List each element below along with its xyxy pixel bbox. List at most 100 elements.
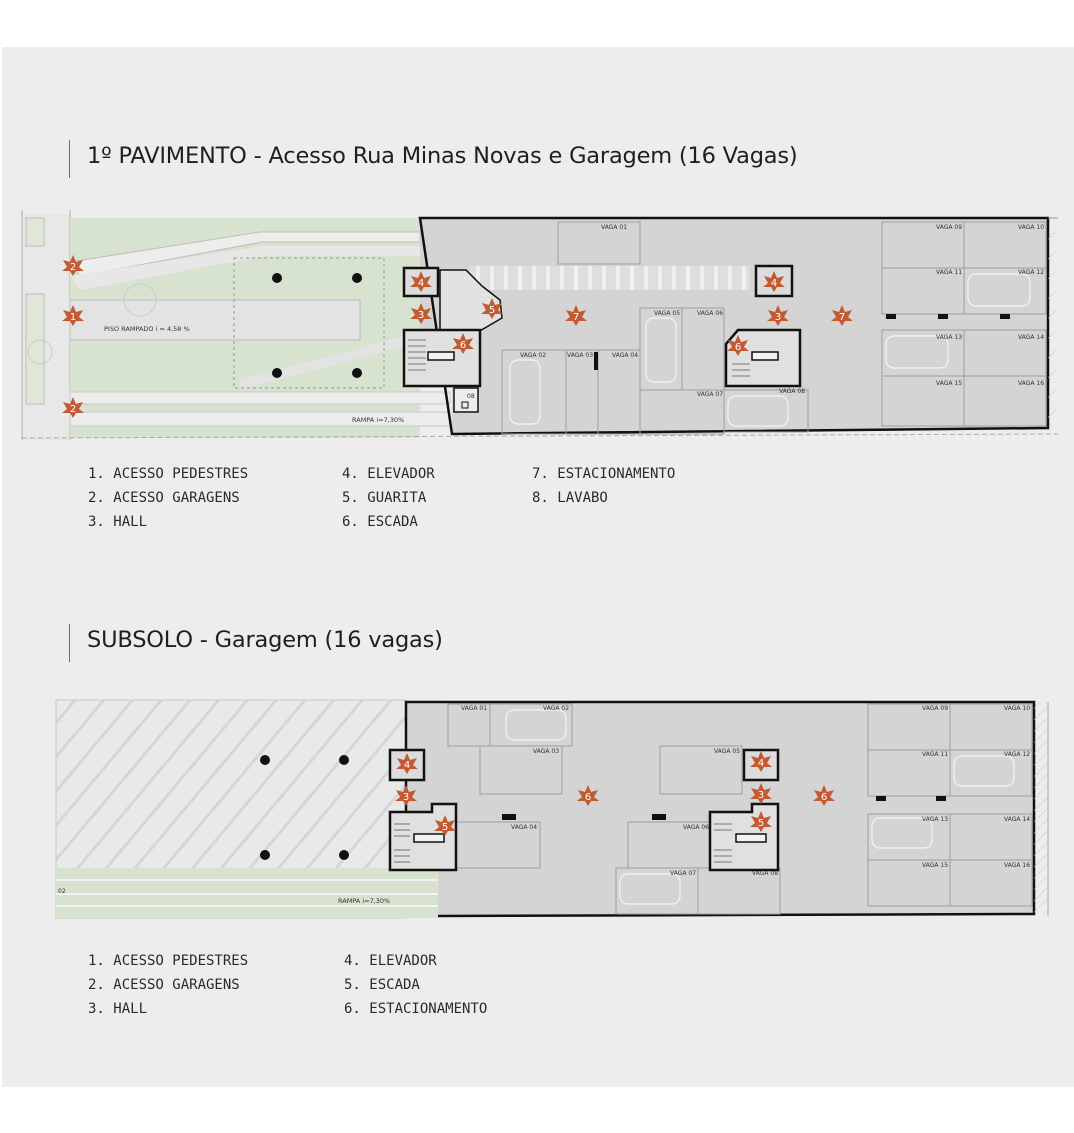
svg-text:6: 6 bbox=[821, 792, 827, 803]
marker: 7 bbox=[831, 305, 853, 326]
vaga-label: VAGA 12 bbox=[1018, 269, 1044, 276]
svg-text:7: 7 bbox=[839, 312, 845, 323]
core-left bbox=[388, 748, 458, 872]
vaga-label: VAGA 04 bbox=[511, 824, 537, 831]
vaga-label: VAGA 15 bbox=[936, 380, 962, 387]
vaga-label: VAGA 08 bbox=[752, 870, 778, 877]
svg-text:2: 2 bbox=[70, 404, 76, 415]
vaga-label: VAGA 14 bbox=[1018, 334, 1044, 341]
vaga-label: VAGA 09 bbox=[936, 224, 962, 231]
plan-markers: 4 3 5 6 4 3 5 6 bbox=[395, 751, 835, 836]
ramped-floor-label: PISO RAMPADO i = 4,58 % bbox=[104, 325, 190, 333]
pillar bbox=[260, 850, 270, 860]
basement-heading: SUBSOLO - Garagem (16 vagas) bbox=[69, 624, 443, 662]
legend-item: 6. ESCADA bbox=[342, 514, 418, 530]
svg-text:5: 5 bbox=[442, 822, 448, 833]
marker: 3 bbox=[767, 305, 789, 326]
vaga-label: VAGA 12 bbox=[1004, 751, 1030, 758]
vaga-label: VAGA 07 bbox=[670, 870, 696, 877]
legend-item: 5. ESCADA bbox=[344, 977, 420, 993]
vaga-label: VAGA 14 bbox=[1004, 816, 1030, 823]
vaga-label: VAGA 10 bbox=[1004, 705, 1030, 712]
svg-text:2: 2 bbox=[70, 262, 76, 273]
svg-text:6: 6 bbox=[735, 342, 741, 353]
vaga-label: VAGA 03 bbox=[567, 352, 593, 359]
marker: 1 bbox=[62, 305, 84, 326]
basement-plan: 02 RAMPA i=7,30% VAGA 01 VAG bbox=[55, 699, 1049, 919]
svg-text:6: 6 bbox=[460, 340, 466, 351]
vaga-label: VAGA 15 bbox=[922, 862, 948, 869]
legend-item: 4. ELEVADOR bbox=[342, 466, 435, 482]
floor1-legend-col-1: 1. ACESSO PEDESTRES 2. ACESSO GARAGENS 3… bbox=[88, 462, 248, 534]
legend-item: 2. ACESSO GARAGENS bbox=[88, 490, 240, 506]
vaga-label: VAGA 09 bbox=[922, 705, 948, 712]
marker: 3 bbox=[410, 303, 432, 324]
marker: 5 bbox=[750, 811, 772, 832]
vaga-label: VAGA 08 bbox=[779, 388, 805, 395]
basement-legend-col-1: 1. ACESSO PEDESTRES 2. ACESSO GARAGENS 3… bbox=[88, 949, 248, 1021]
vaga-label: VAGA 11 bbox=[936, 269, 962, 276]
floor1-plan: PISO RAMPADO i = 4,58 % RAMPA i=7,30% bbox=[21, 210, 1059, 440]
legend-item: 1. ACESSO PEDESTRES bbox=[88, 466, 249, 482]
core-left: 08 bbox=[402, 266, 503, 413]
vaga-label: VAGA 01 bbox=[461, 705, 487, 712]
svg-text:3: 3 bbox=[775, 312, 781, 323]
pillar bbox=[339, 850, 349, 860]
vaga-label: VAGA 05 bbox=[654, 310, 680, 317]
marker: 6 bbox=[813, 785, 835, 806]
marker: 4 bbox=[410, 271, 432, 292]
vaga-label: VAGA 16 bbox=[1018, 380, 1044, 387]
marker: 4 bbox=[763, 271, 785, 292]
vaga-label: VAGA 06 bbox=[697, 310, 723, 317]
legend-item: 3. HALL bbox=[88, 1001, 148, 1017]
ramp-code: 02 bbox=[58, 888, 66, 895]
svg-text:4: 4 bbox=[418, 278, 424, 289]
marker: 4 bbox=[750, 751, 772, 772]
vaga-label: VAGA 03 bbox=[533, 748, 559, 755]
vaga-label: VAGA 01 bbox=[601, 224, 627, 231]
svg-text:3: 3 bbox=[758, 790, 764, 801]
marker: 3 bbox=[395, 785, 417, 806]
pillar bbox=[352, 368, 362, 378]
vaga-label: VAGA 13 bbox=[936, 334, 962, 341]
legend-item: 6. ESTACIONAMENTO bbox=[344, 1001, 488, 1017]
vaga-label: VAGA 10 bbox=[1018, 224, 1044, 231]
vaga-label: VAGA 11 bbox=[922, 751, 948, 758]
svg-text:4: 4 bbox=[404, 760, 410, 771]
svg-text:3: 3 bbox=[418, 310, 424, 321]
floor1-legend-col-3: 7. ESTACIONAMENTO 8. LAVABO bbox=[532, 462, 675, 510]
basement-title: SUBSOLO - Garagem (16 vagas) bbox=[87, 627, 443, 653]
vaga-label: VAGA 05 bbox=[714, 748, 740, 755]
vaga-label: VAGA 02 bbox=[520, 352, 546, 359]
marker: 5 bbox=[434, 815, 456, 836]
marker: 5 bbox=[481, 298, 503, 319]
marker: 2 bbox=[62, 397, 84, 418]
vaga-label: VAGA 07 bbox=[697, 391, 723, 398]
vaga-label: VAGA 13 bbox=[922, 816, 948, 823]
vaga-label: VAGA 04 bbox=[612, 352, 638, 359]
svg-text:5: 5 bbox=[758, 818, 764, 829]
legend-item: 5. GUARITA bbox=[342, 490, 427, 506]
basement-legend-col-2: 4. ELEVADOR 5. ESCADA 6. ESTACIONAMENTO bbox=[344, 949, 487, 1021]
svg-text:4: 4 bbox=[758, 758, 764, 769]
pillar bbox=[272, 273, 282, 283]
svg-text:3: 3 bbox=[403, 792, 409, 803]
ramp-label: RAMPA i=7,30% bbox=[338, 897, 390, 905]
garage-floor bbox=[406, 702, 1034, 916]
pillar bbox=[352, 273, 362, 283]
garage-floor bbox=[420, 218, 1048, 434]
legend-item: 2. ACESSO GARAGENS bbox=[88, 977, 240, 993]
legend-item: 7. ESTACIONAMENTO bbox=[532, 466, 676, 482]
legend-item: 8. LAVABO bbox=[532, 490, 608, 506]
marker: 7 bbox=[565, 305, 587, 326]
pillar bbox=[339, 755, 349, 765]
vaga-label: VAGA 02 bbox=[543, 705, 569, 712]
floor1-legend-col-2: 4. ELEVADOR 5. GUARITA 6. ESCADA bbox=[342, 462, 435, 534]
vaga-label: VAGA 16 bbox=[1004, 862, 1030, 869]
marker: 6 bbox=[727, 335, 749, 356]
svg-text:7: 7 bbox=[573, 312, 579, 323]
svg-text:6: 6 bbox=[585, 792, 591, 803]
svg-text:4: 4 bbox=[771, 278, 777, 289]
svg-text:1: 1 bbox=[70, 312, 76, 323]
pillar bbox=[260, 755, 270, 765]
